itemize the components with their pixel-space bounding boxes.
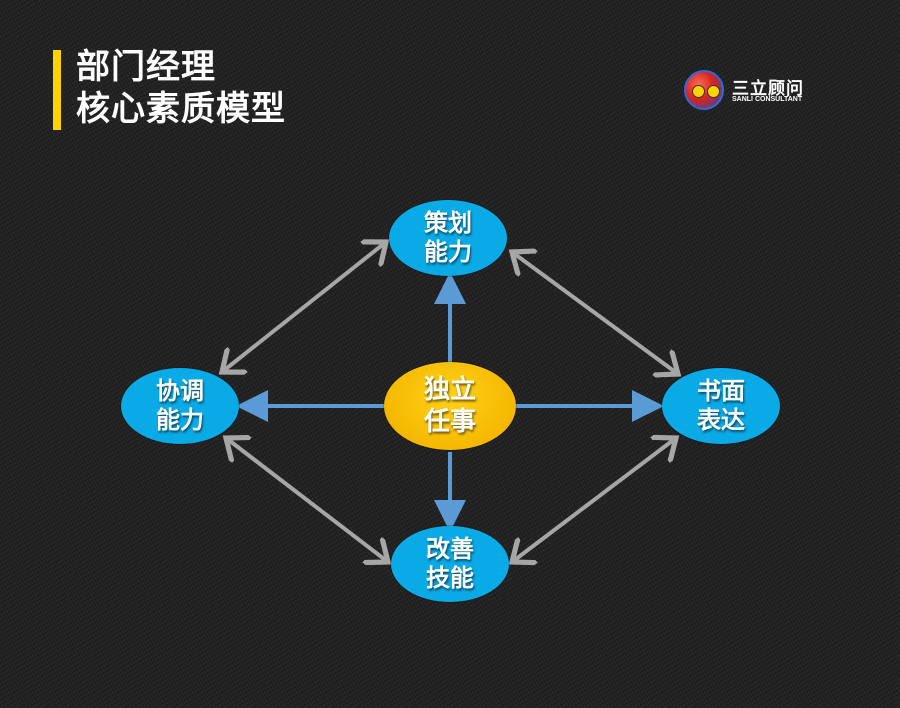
node-label-line1: 独立: [423, 375, 476, 405]
page-title: 部门经理 核心素质模型: [76, 46, 286, 130]
logo-emblem-icon: [684, 70, 724, 110]
title-line-2: 核心素质模型: [76, 89, 286, 129]
node-label-line2: 任事: [423, 407, 476, 437]
title-accent-bar: [53, 50, 61, 130]
node-label-line2: 能力: [156, 406, 204, 434]
node-label-line2: 技能: [426, 564, 474, 592]
logo-name-cn: 三立顾问: [732, 79, 804, 99]
node-label-line1: 策划: [424, 209, 472, 237]
node-label-line1: 书面: [697, 377, 745, 405]
arrow-left-top: [222, 242, 386, 372]
arrow-top-right: [512, 252, 678, 374]
node-planning-ability: 策划 能力: [389, 200, 507, 276]
node-label-line2: 表达: [697, 406, 745, 434]
logo-name-en: SANLI CONSULTANT: [732, 96, 803, 103]
node-label-line1: 协调: [156, 377, 204, 405]
company-logo: 三立顾问 SANLI CONSULTANT: [684, 70, 824, 114]
node-coordination-ability: 协调 能力: [121, 368, 239, 444]
arrow-left-bottom: [226, 438, 388, 562]
node-label-line1: 改善: [426, 535, 474, 563]
node-written-expression: 书面 表达: [662, 368, 780, 444]
title-line-1: 部门经理: [76, 47, 216, 87]
arrow-bottom-right: [512, 438, 676, 562]
node-independent-work: 独立 任事: [384, 362, 516, 450]
node-improvement-skills: 改善 技能: [391, 526, 509, 602]
node-label-line2: 能力: [424, 238, 472, 266]
